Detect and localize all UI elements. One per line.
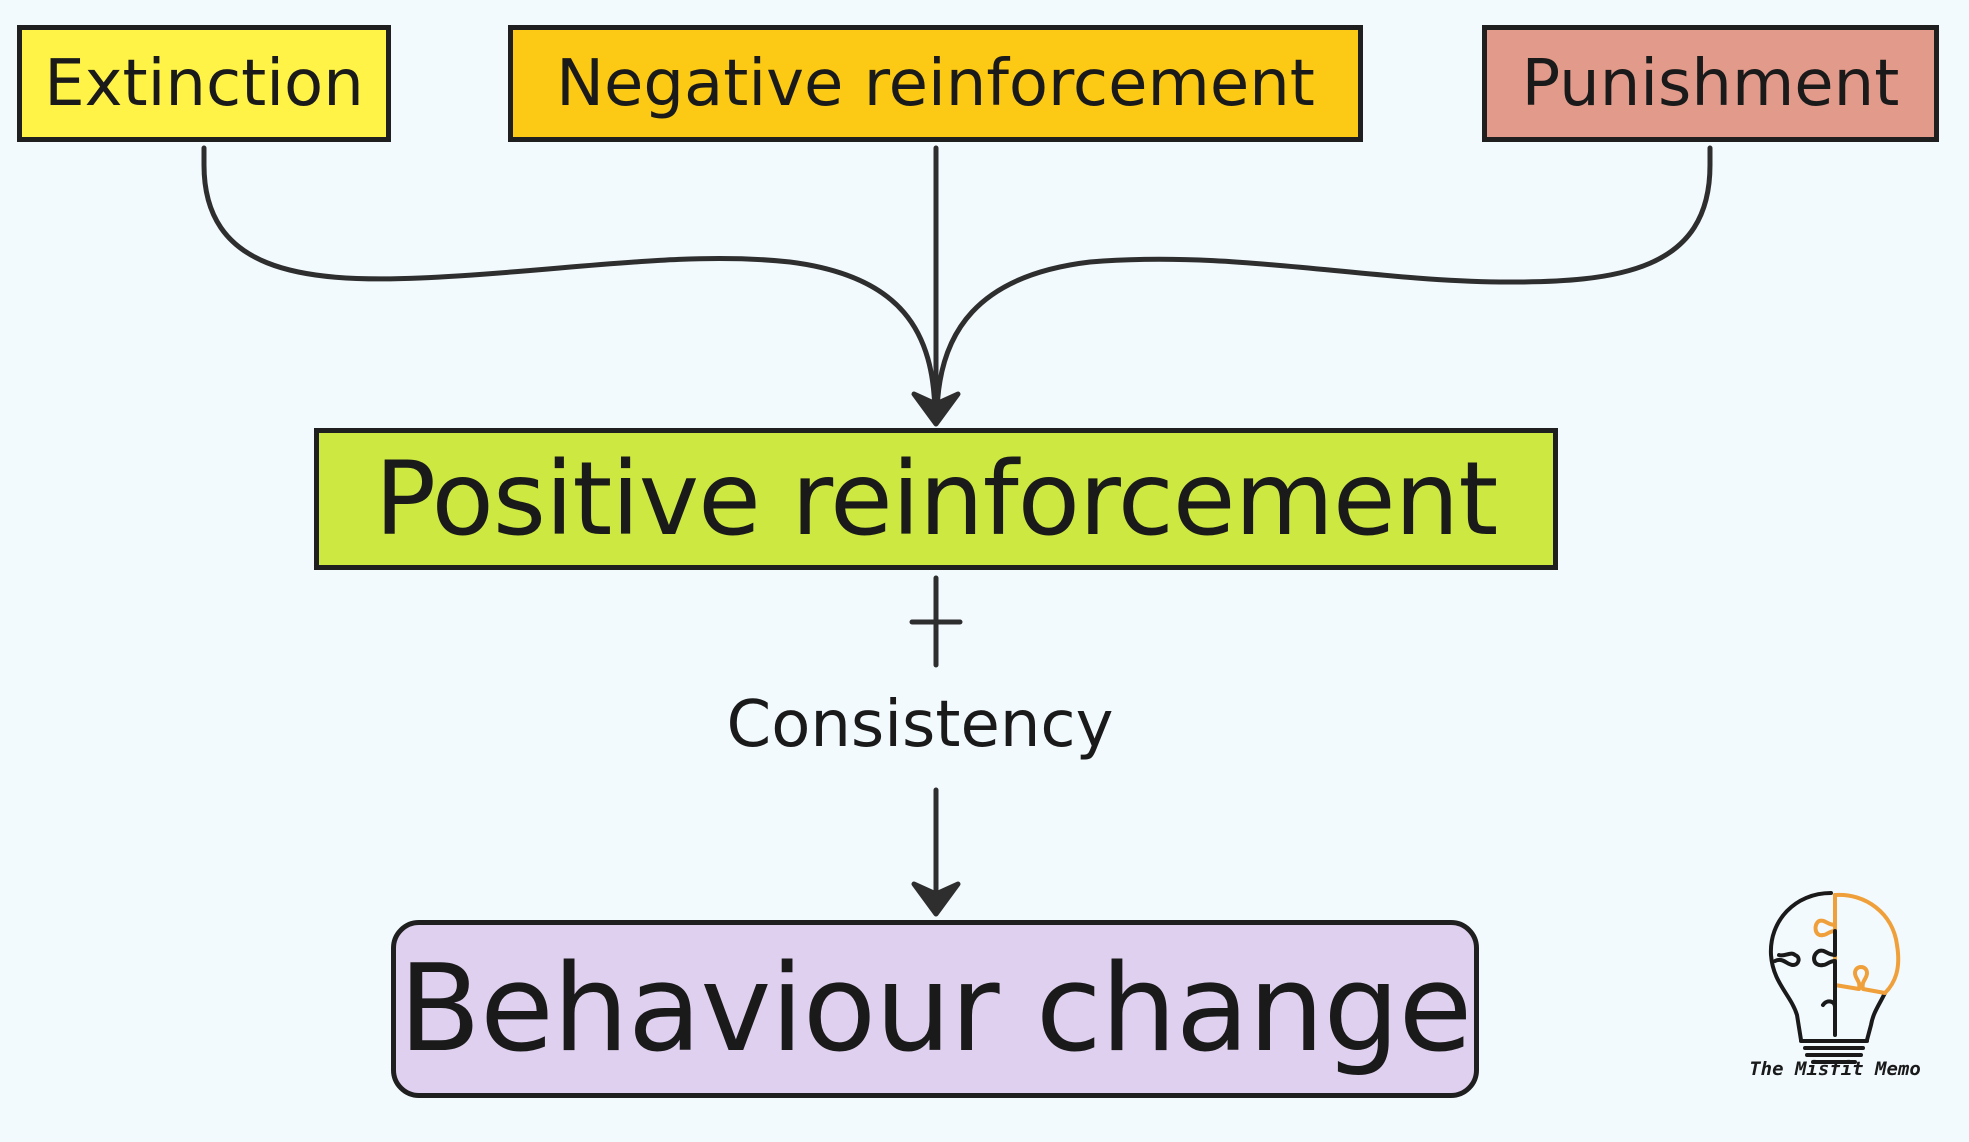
punishment-label: Punishment bbox=[1521, 46, 1900, 121]
negative-reinforcement-box: Negative reinforcement bbox=[508, 25, 1363, 142]
positive-reinforcement-label: Positive reinforcement bbox=[374, 439, 1499, 559]
arrowhead-positive bbox=[911, 391, 961, 427]
consistency-label: Consistency bbox=[726, 688, 1114, 762]
behaviour-change-label: Behaviour change bbox=[398, 939, 1473, 1079]
arrow-extinction-to-positive bbox=[201, 145, 938, 421]
lightbulb-puzzle-icon bbox=[1768, 891, 1901, 1064]
behaviour-change-box: Behaviour change bbox=[391, 920, 1479, 1098]
punishment-box: Punishment bbox=[1482, 25, 1939, 142]
extinction-label: Extinction bbox=[44, 46, 364, 121]
negative-reinforcement-label: Negative reinforcement bbox=[556, 46, 1315, 121]
arrow-punishment-to-positive bbox=[934, 145, 1713, 421]
logo-caption: The Misfit Memo bbox=[1749, 1058, 1921, 1080]
arrowhead-behaviour bbox=[911, 881, 961, 917]
positive-reinforcement-box: Positive reinforcement bbox=[314, 428, 1558, 570]
extinction-box: Extinction bbox=[17, 25, 391, 142]
